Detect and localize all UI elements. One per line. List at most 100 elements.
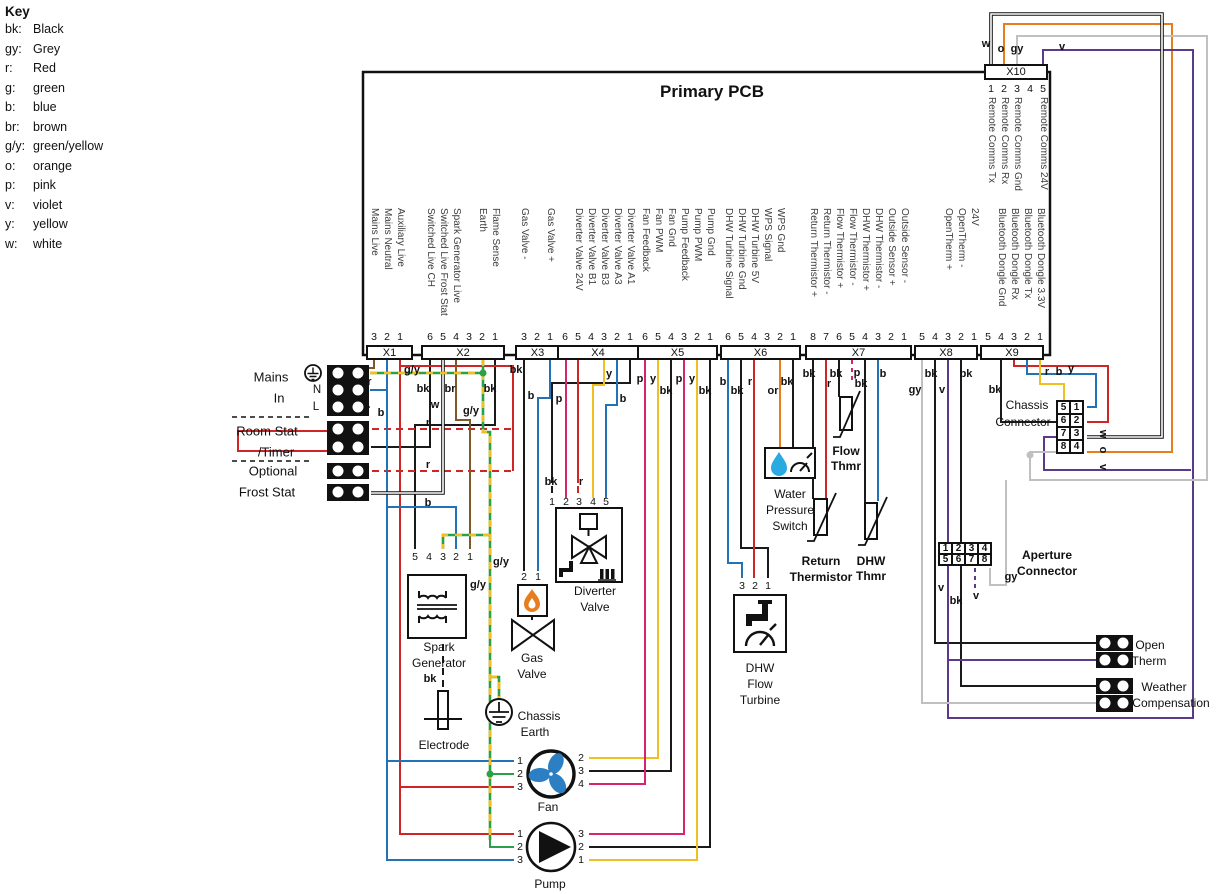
gas-valve-pin: 2 <box>521 571 527 583</box>
wire-label: bk <box>483 383 497 395</box>
frost-stat-label-1: Optional <box>248 463 298 479</box>
connector-pin-label: Pump PWM <box>692 208 703 262</box>
wire-label: r <box>425 417 431 429</box>
diverter-pin: 5 <box>603 496 609 508</box>
connector-pin-number: 2 <box>694 331 700 343</box>
fan-pin: 3 <box>517 781 523 793</box>
open-therm-label-1: Open <box>1135 638 1165 652</box>
key-code: p: <box>5 178 16 192</box>
flow-thmr-label-1: Flow <box>832 444 860 458</box>
spark-pin: 1 <box>467 551 473 563</box>
wire-label: b <box>719 376 727 388</box>
connector-pin-label: Return Thermistor - <box>821 208 832 295</box>
wire-label: v <box>937 582 945 594</box>
connector-pin-label: Mains Live <box>369 208 380 256</box>
connector-x10: X10 <box>984 64 1048 80</box>
connector-pin-number: 5 <box>1040 83 1046 95</box>
connector-pin-label: Outside Sensor - <box>899 208 910 284</box>
wire-label: b <box>1055 366 1063 378</box>
wire-label: r <box>826 378 832 390</box>
wire-label: p <box>853 367 861 379</box>
connector-pin-number: 5 <box>985 331 991 343</box>
connector-pin-number: 1 <box>707 331 713 343</box>
connector-pin-label: Fan Feedback <box>640 208 651 272</box>
connector-pin-number: 3 <box>1014 83 1020 95</box>
connector-x2: X2 <box>421 345 505 360</box>
connector-pin-label: OpenTherm - <box>956 208 967 268</box>
connector-pin-label: Return Thermistor + <box>808 208 819 298</box>
key-name: green <box>33 80 65 95</box>
dhw-turbine-label-1: DHW <box>745 661 775 675</box>
gas-valve-icon <box>511 584 555 652</box>
connector-x9: X9 <box>980 345 1044 360</box>
key-name: brown <box>33 119 68 134</box>
connector-pin-label: DHW Turbine Gnd <box>736 208 747 290</box>
connector-pin-number: 4 <box>1027 83 1033 95</box>
aperture-connector-label-1: Aperture <box>1021 548 1073 562</box>
connector-pin-number: 2 <box>958 331 964 343</box>
connector-pin-number: 2 <box>1001 83 1007 95</box>
key-code: b: <box>5 100 16 114</box>
connector-pin-number: 3 <box>371 331 377 343</box>
connector-pin-number: 5 <box>440 331 446 343</box>
connector-pin-number: 3 <box>601 331 607 343</box>
dhw-thmr-label-2: Thmr <box>856 569 886 583</box>
wire-label: v <box>972 590 980 602</box>
green-yellow-wires <box>370 359 501 840</box>
wire-label: bk <box>829 368 843 380</box>
wire-label: w <box>1097 429 1109 439</box>
connector-x4: X4 <box>557 345 639 360</box>
turbine-pin: 2 <box>752 580 758 592</box>
wire-label: w <box>430 399 440 411</box>
connector-pin-number: 3 <box>945 331 951 343</box>
electrode-icon <box>424 690 462 730</box>
blue-wires <box>370 359 1097 861</box>
connector-pin-label: Bluetooth Dongle Rx <box>1009 208 1020 300</box>
open-therm-label-2: Therm <box>1131 654 1167 668</box>
wire-label: p <box>636 373 644 385</box>
electrode-label: Electrode <box>418 738 470 752</box>
connector-pin-label: WPS Signal <box>762 208 773 262</box>
dhw-turbine-label-2: Flow <box>747 677 773 691</box>
chassis-connector-label-2: Connector <box>995 415 1051 429</box>
connector-x7: X7 <box>805 345 912 360</box>
connector-x6: X6 <box>720 345 801 360</box>
connector-x8: X8 <box>914 345 978 360</box>
spark-generator-icon <box>407 574 467 639</box>
wire-label: bk <box>949 595 963 607</box>
wps-label-1: Water <box>774 487 806 501</box>
connector-pin-number: 6 <box>725 331 731 343</box>
black-dashed-wires <box>442 486 553 691</box>
connector-pin-number: 7 <box>823 331 829 343</box>
key-code: g: <box>5 80 16 95</box>
wire-label: gy <box>1004 571 1018 583</box>
spark-pin: 4 <box>426 551 432 563</box>
fan-pin: 2 <box>517 768 523 780</box>
connector-pin-label: Auxiliary Live <box>395 208 406 267</box>
connector-pin-label: 24V <box>969 208 980 226</box>
key-code: br: <box>5 119 20 134</box>
wire-label: o <box>1097 446 1109 454</box>
wire-label: o <box>997 43 1005 55</box>
connector-pin-number: 4 <box>453 331 459 343</box>
connector-pin-number: 2 <box>777 331 783 343</box>
wire-label: bk <box>509 364 523 376</box>
wire-label: bk <box>730 385 744 397</box>
connector-pin-label: Remote Comms Rx <box>999 97 1010 185</box>
connector-pin-number: 2 <box>479 331 485 343</box>
connector-pin-label: Remote Comms 24V <box>1038 97 1049 190</box>
wire-label: r <box>578 476 584 488</box>
red-dashed-wires <box>372 428 579 498</box>
spark-pin: 3 <box>440 551 446 563</box>
gas-valve-label-1: Gas <box>520 651 544 665</box>
connector-pin-label: Gas Valve - <box>519 208 530 260</box>
connector-pin-number: 3 <box>521 331 527 343</box>
connector-pin-number: 1 <box>627 331 633 343</box>
connector-pin-label: Switched Live Frost Stat <box>438 208 449 316</box>
connector-pin-number: 5 <box>575 331 581 343</box>
pcb-title: Primary PCB <box>660 82 764 101</box>
pump-pin: 1 <box>578 854 584 866</box>
wire-label: br <box>360 376 372 388</box>
